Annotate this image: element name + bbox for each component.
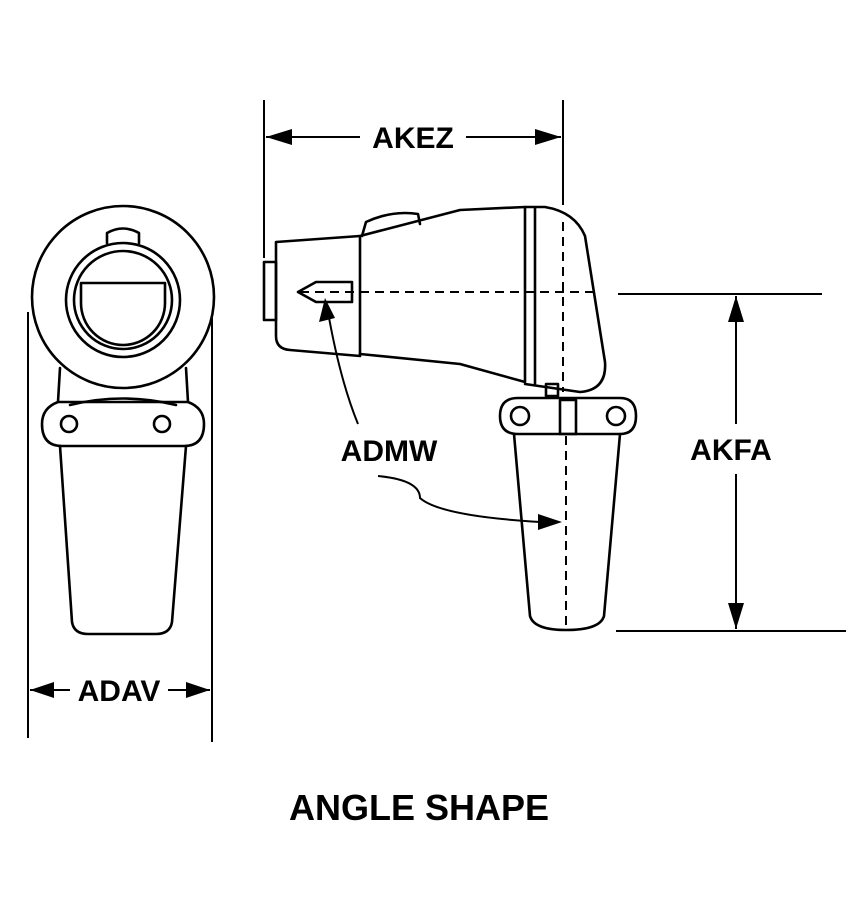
front-boot-neck-right	[184, 366, 190, 404]
front-outer-ring	[30, 204, 216, 390]
admw-label: ADMW	[341, 435, 438, 468]
side-latch-bump	[360, 211, 422, 238]
admw-arrow-up	[319, 298, 335, 322]
side-flange-center-block	[558, 398, 578, 436]
front-boot-neck-left	[56, 366, 62, 404]
akez-arrow-right	[535, 129, 561, 145]
side-flange-hole-left	[509, 405, 531, 427]
front-hole-left	[59, 414, 79, 434]
front-inner-ring-outer	[64, 241, 182, 359]
side-tapered-body	[512, 432, 622, 632]
front-key-tab	[105, 227, 141, 245]
side-view	[262, 100, 846, 632]
front-flange-curve	[68, 397, 178, 407]
side-mounting-flange	[498, 396, 638, 436]
admw-callout: ADMW	[319, 298, 562, 530]
adav-label: ADAV	[78, 675, 161, 708]
drawing-caption: ANGLE SHAPE	[289, 787, 549, 828]
side-front-barrel	[274, 234, 362, 358]
front-hole-right	[152, 414, 172, 434]
side-flange-hole-right	[605, 405, 627, 427]
akez-dimension: AKEZ	[266, 122, 561, 155]
side-main-body	[358, 205, 527, 384]
admw-leader-up	[327, 311, 359, 425]
akfa-label: AKFA	[690, 434, 772, 467]
front-mounting-flange	[40, 400, 206, 448]
akfa-arrow-top	[728, 296, 744, 322]
akfa-dimension: AKFA	[690, 296, 772, 629]
side-end-cap	[262, 260, 278, 322]
akez-arrow-left	[266, 129, 292, 145]
side-elbow	[523, 205, 607, 394]
adav-arrow-right	[186, 682, 210, 698]
akfa-arrow-bottom	[728, 603, 744, 629]
akez-label: AKEZ	[372, 122, 454, 155]
front-d-opening	[79, 281, 167, 347]
admw-arrow-right	[538, 514, 562, 530]
front-view	[27, 204, 216, 742]
front-inner-ring-inner	[72, 249, 174, 351]
adav-arrow-left	[30, 682, 54, 698]
adav-dimension: ADAV	[30, 675, 210, 708]
side-small-block	[544, 382, 560, 398]
front-tapered-body	[58, 444, 188, 636]
admw-leader-right	[377, 475, 541, 523]
